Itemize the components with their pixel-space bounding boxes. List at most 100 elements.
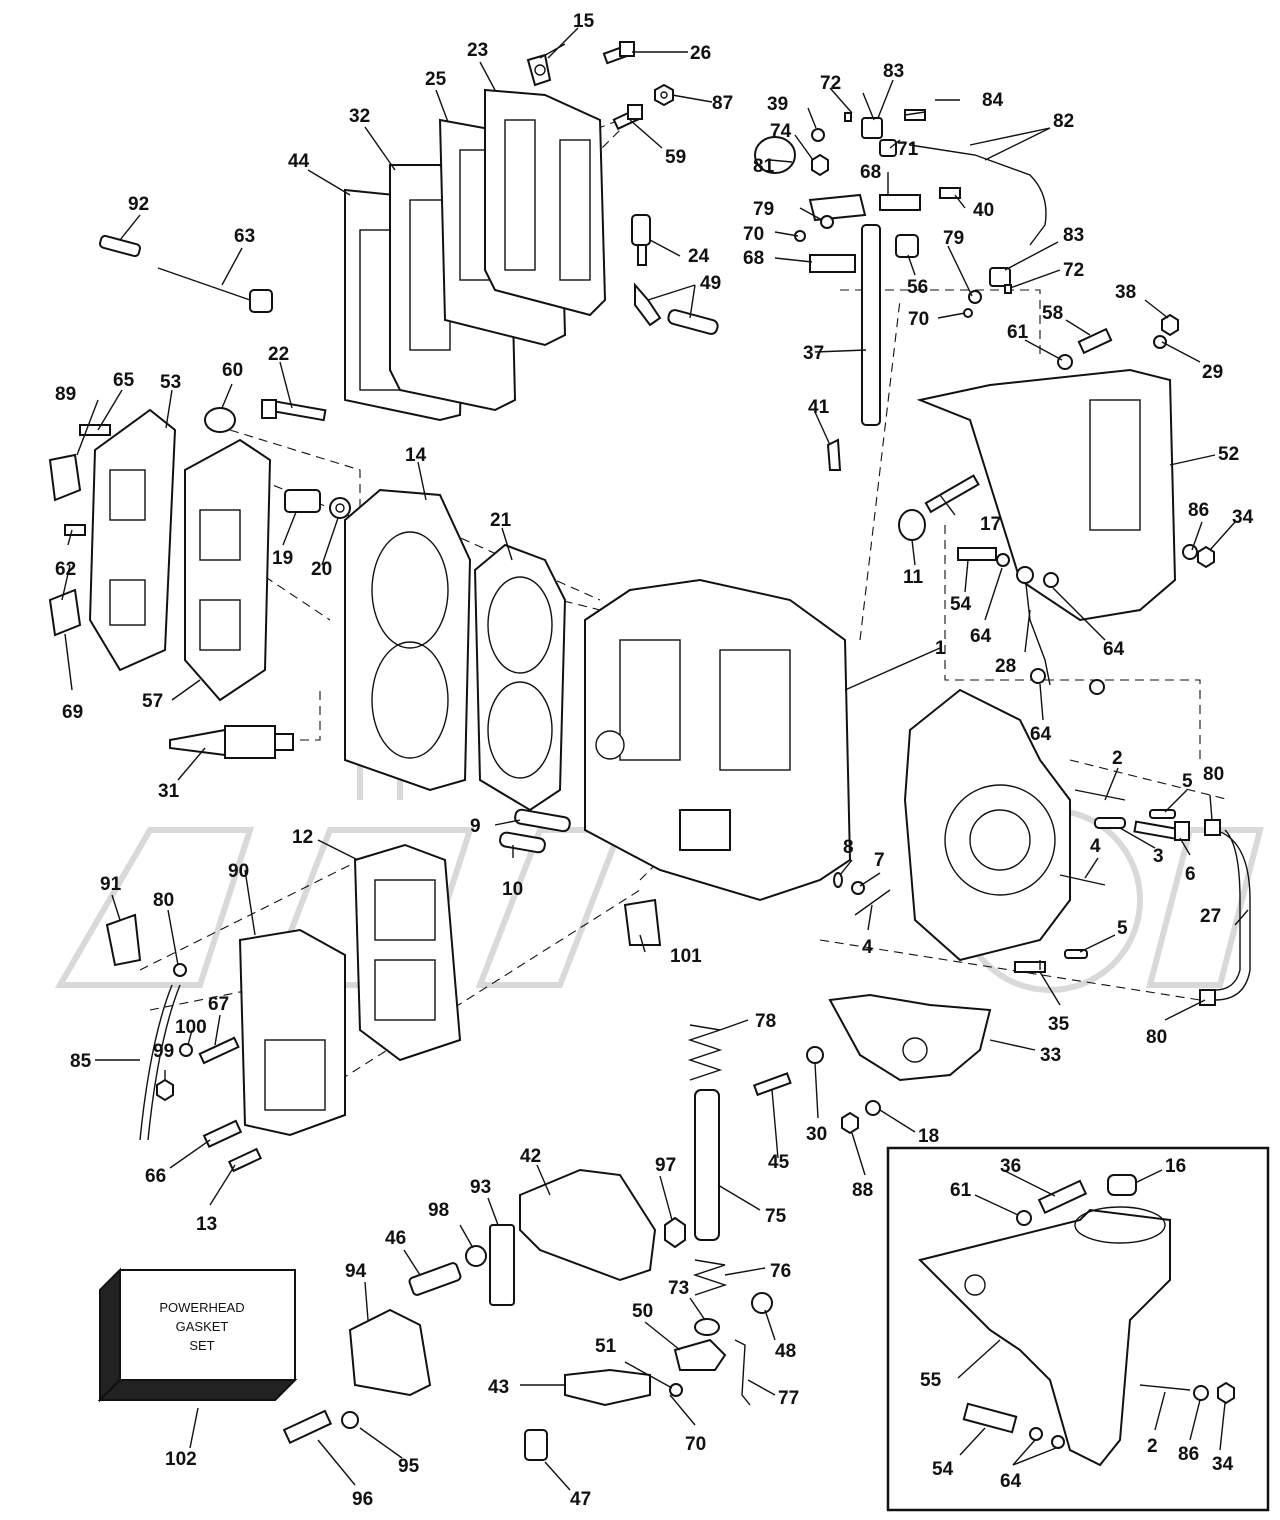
inset-detail-box	[886, 1146, 1270, 1512]
callout-15: 15	[573, 11, 595, 32]
pin-92	[99, 234, 141, 258]
bracket-55	[918, 1206, 1171, 1467]
stud-5-lower	[1064, 949, 1088, 959]
callout-92: 92	[128, 194, 149, 215]
callout-27: 27	[1200, 906, 1221, 927]
nut-38	[1161, 313, 1179, 337]
clamp-80-lower	[1199, 989, 1216, 1006]
callout-39: 39	[767, 94, 788, 115]
callout-9: 9	[470, 816, 481, 837]
callout-48: 48	[775, 1341, 796, 1362]
stud-3	[1094, 817, 1126, 829]
callout-12: 12	[292, 827, 313, 848]
callout-79-upper: 79	[753, 199, 774, 220]
callout-1: 1	[935, 638, 946, 659]
callout-30: 30	[806, 1124, 827, 1145]
bracket-42	[519, 1168, 657, 1282]
callout-18: 18	[918, 1126, 939, 1147]
gasket-57	[184, 438, 272, 702]
callout-28: 28	[995, 656, 1016, 677]
lock-washer-64-inset-a	[1029, 1427, 1043, 1441]
washer-39	[811, 128, 825, 142]
callout-61: 61	[1007, 322, 1029, 343]
washer-79-lower	[968, 290, 982, 304]
callout-36: 36	[1000, 1156, 1021, 1177]
screw-13	[227, 1147, 263, 1173]
bolt-36	[1037, 1179, 1088, 1214]
screw-66	[202, 1119, 243, 1148]
washer-30	[806, 1046, 824, 1064]
callout-64-inset: 64	[1000, 1471, 1022, 1492]
connector-83-lower	[989, 267, 1011, 287]
dowel-10	[499, 831, 546, 854]
callout-85: 85	[70, 1051, 92, 1072]
nut-34-inset	[1217, 1381, 1235, 1405]
washer-95	[341, 1411, 359, 1429]
bolt-17	[924, 474, 980, 514]
shaft-37	[861, 224, 881, 426]
callout-60: 60	[222, 360, 243, 381]
callout-61-inset: 61	[950, 1180, 972, 1201]
clip-68-lower	[809, 254, 856, 273]
washer-48	[751, 1292, 773, 1314]
callout-64-a: 64	[970, 626, 992, 647]
callout-69: 69	[62, 702, 83, 723]
clip-89	[48, 453, 82, 502]
callout-97: 97	[655, 1155, 676, 1176]
callout-87: 87	[712, 93, 733, 114]
clamp-80-left	[173, 963, 187, 977]
callout-5-lower: 5	[1117, 918, 1128, 939]
callout-86-inset: 86	[1178, 1444, 1199, 1465]
nut-88	[841, 1111, 859, 1135]
callout-95: 95	[398, 1456, 420, 1477]
callout-32: 32	[349, 106, 370, 127]
callout-76: 76	[770, 1261, 791, 1282]
bracket-52	[916, 368, 1177, 622]
callout-84: 84	[982, 90, 1004, 111]
callout-33: 33	[1040, 1045, 1061, 1066]
callout-14: 14	[405, 445, 427, 466]
spring-78	[687, 1024, 723, 1081]
nut-87	[654, 83, 674, 107]
callout-80-upper: 80	[1203, 764, 1224, 785]
callout-98: 98	[428, 1200, 449, 1221]
callout-4-left: 4	[862, 937, 873, 958]
callout-54: 54	[950, 594, 972, 615]
callout-67: 67	[208, 994, 229, 1015]
callout-56: 56	[907, 277, 928, 298]
spring-60	[204, 407, 236, 433]
pin-8	[833, 872, 843, 888]
link-77	[734, 1339, 751, 1406]
callout-55: 55	[920, 1370, 942, 1391]
washer-61	[1057, 354, 1073, 370]
lever-50	[673, 1338, 727, 1371]
screw-54	[957, 547, 997, 561]
callout-2-inset: 2	[1147, 1436, 1158, 1457]
plunger-75	[694, 1089, 720, 1241]
callout-3: 3	[1153, 846, 1164, 867]
cap-73	[694, 1318, 720, 1336]
cylinder-head-14	[344, 488, 472, 792]
callout-96: 96	[352, 1489, 373, 1510]
washer-20	[329, 497, 351, 519]
callout-88: 88	[852, 1180, 873, 1201]
stud-5-upper	[1149, 809, 1176, 819]
spark-plug-31	[169, 725, 294, 759]
callout-65: 65	[113, 370, 135, 391]
crankcase-half-1	[903, 688, 1071, 962]
rod-82	[909, 144, 1047, 246]
lock-washer-64-c	[1030, 668, 1046, 684]
callout-59: 59	[665, 147, 686, 168]
connector-71	[879, 139, 897, 157]
washer-86	[1182, 544, 1198, 560]
callout-22: 22	[268, 344, 289, 365]
ground-lead-28	[1016, 566, 1051, 686]
callout-62: 62	[55, 559, 76, 580]
callout-40: 40	[973, 200, 994, 221]
bolt-6	[1133, 820, 1190, 841]
bolt-22	[261, 398, 327, 422]
callout-82: 82	[1053, 111, 1074, 132]
clamp-80-upper	[1204, 819, 1221, 836]
screw-40	[939, 187, 961, 199]
clip-69	[48, 588, 82, 637]
